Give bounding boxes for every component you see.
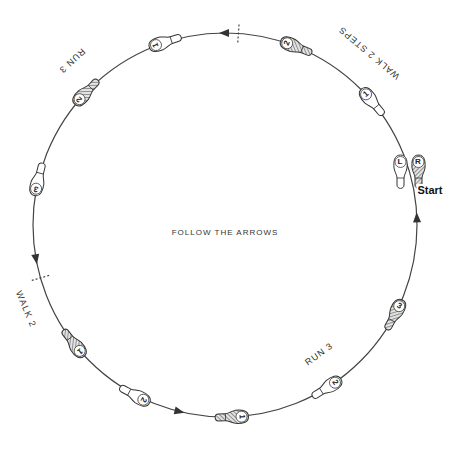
path-circle	[33, 33, 417, 417]
section-tick	[238, 24, 239, 42]
footprint: 1	[213, 409, 250, 425]
footprint: 2	[115, 379, 154, 409]
section-tick	[32, 275, 49, 280]
direction-arrowhead	[31, 254, 39, 265]
footprint: L	[393, 154, 408, 190]
footprint-outline	[69, 73, 105, 109]
direction-arrowhead	[219, 29, 229, 37]
footprint: 2	[277, 33, 316, 60]
step-group-label: RUN 3	[303, 341, 335, 368]
footprint: 2	[69, 73, 105, 109]
step-number: L	[393, 157, 408, 167]
step-number: 1	[236, 409, 247, 424]
instruction-label: FOLLOW THE ARROWS	[172, 228, 279, 237]
start-label: Start	[416, 184, 443, 196]
footprint-outline	[277, 33, 316, 60]
step-number: R	[411, 157, 426, 167]
footprint-outline	[307, 372, 345, 404]
footprint: 1	[355, 83, 390, 120]
footprint: 1	[146, 30, 185, 55]
footprint: 3	[379, 296, 409, 335]
footprint-outline	[115, 379, 154, 409]
footprint-outline	[355, 83, 390, 120]
step-group-label: RUN 3	[57, 47, 87, 76]
step-group-label: WALK 2 STEPS	[336, 25, 401, 82]
direction-arrowhead	[413, 212, 421, 222]
footprint: 1	[57, 324, 91, 362]
footprint: 2	[307, 372, 345, 404]
footprint-outline	[379, 296, 409, 335]
step-group-label: WALK 2	[14, 290, 38, 330]
direction-arrowhead	[174, 406, 185, 414]
footprint-outline	[57, 324, 91, 362]
footprint: 3	[27, 159, 50, 198]
